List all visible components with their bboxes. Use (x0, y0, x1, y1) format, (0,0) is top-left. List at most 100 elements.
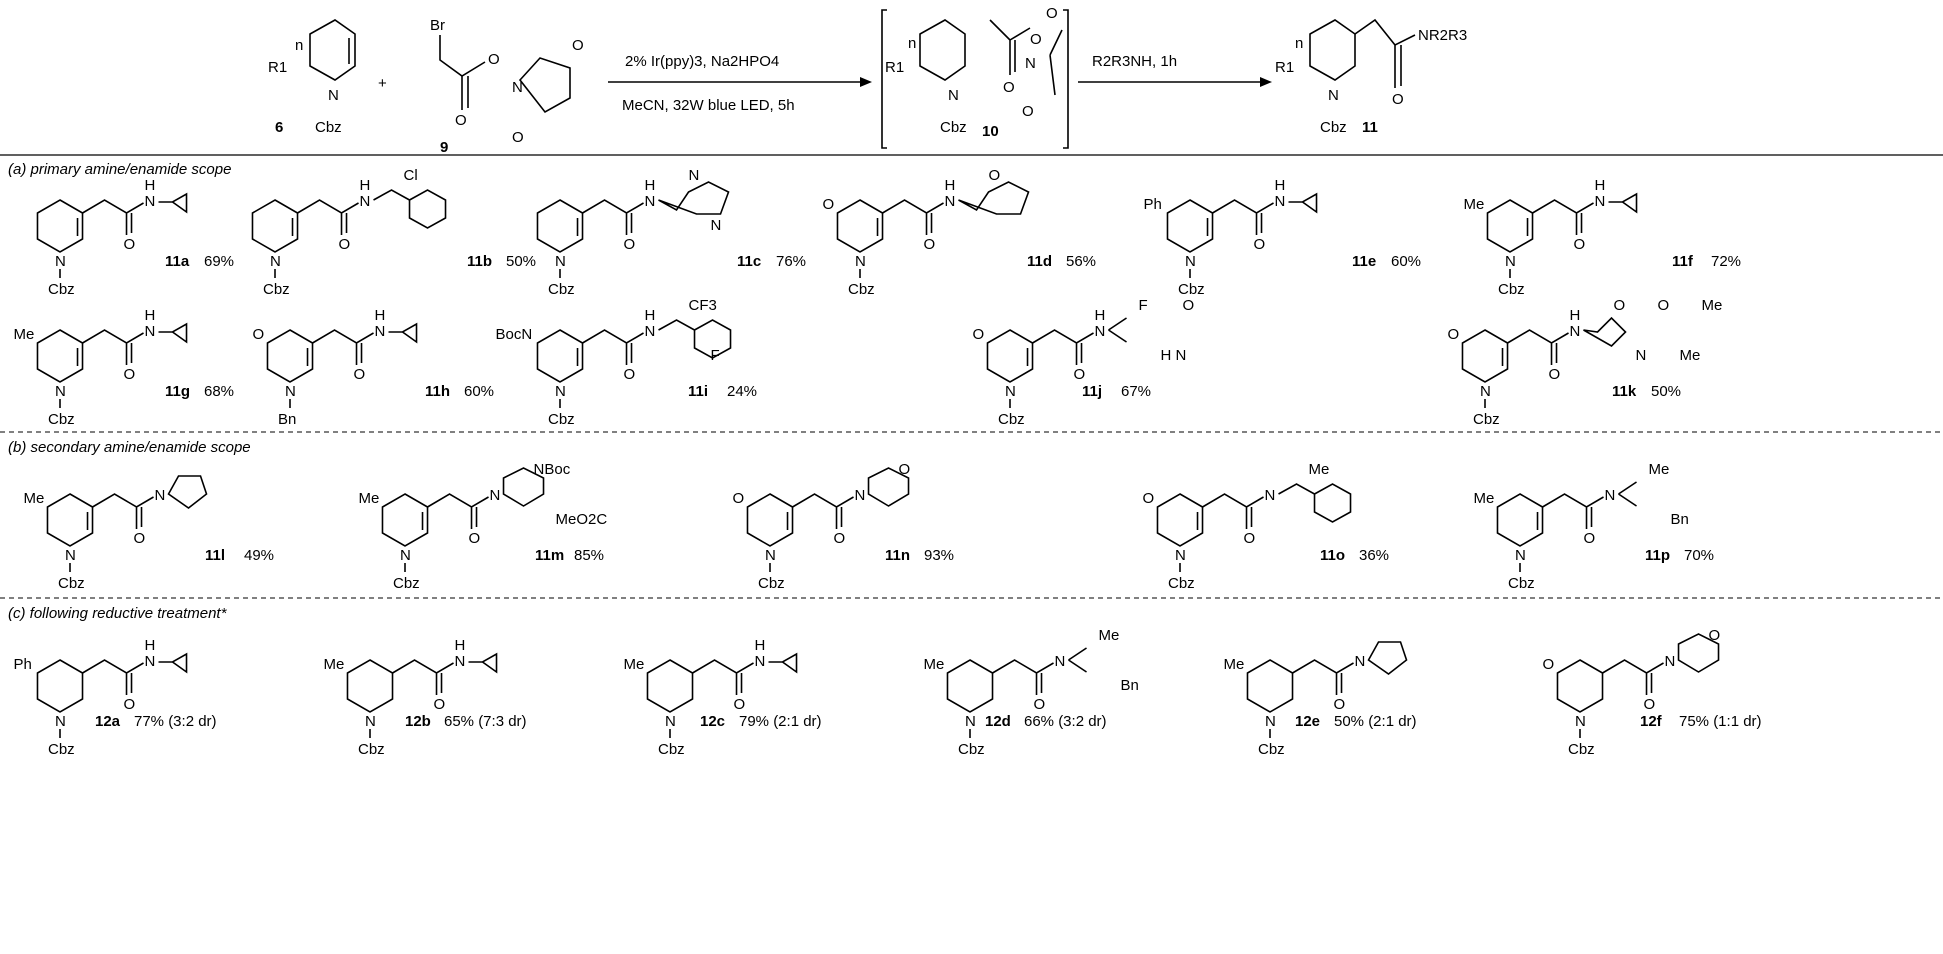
amide-h: H (145, 307, 156, 324)
amide-n: N (375, 323, 386, 340)
compound-yield: 77% (3:2 dr) (134, 713, 217, 730)
ring-substituent: Me (1223, 656, 1244, 673)
compound-label: 11o (1320, 547, 1345, 564)
side-chain-bond (82, 659, 144, 695)
atom-label: O (572, 37, 584, 54)
group-atom-label: N (1636, 347, 1647, 364)
atom-label: n (295, 37, 303, 54)
ring-substituent: O (1142, 490, 1154, 507)
amine-group-tri (468, 652, 498, 674)
carbonyl-oxygen: O (1574, 236, 1586, 253)
group-atom-label: H N (1161, 347, 1187, 364)
atom-label: O (455, 112, 467, 129)
ring-bond (536, 329, 584, 383)
amide-n: N (455, 653, 466, 670)
section-c-title: (c) following reductive treatment* (8, 605, 228, 622)
group-atom-label: CF3 (689, 297, 717, 314)
amide-n: N (855, 487, 866, 504)
atom-label: N (1025, 55, 1036, 72)
amide-n: N (145, 323, 156, 340)
compound-label: 11l (205, 547, 225, 564)
side-chain-bond (692, 659, 754, 695)
carbonyl-oxygen: O (134, 530, 146, 547)
side-chain-bond (92, 493, 154, 529)
amide-h: H (145, 637, 156, 654)
side-chain-bond (82, 199, 144, 235)
amide-n: N (360, 193, 371, 210)
ring-substituent: BocN (495, 326, 532, 343)
amide-n: N (1355, 653, 1366, 670)
ring-bond (46, 493, 94, 547)
amide-n: N (1055, 653, 1066, 670)
compound-yield: 85% (574, 547, 604, 564)
ring-bond (746, 493, 794, 547)
atom-n: N (1175, 547, 1186, 564)
amide-h: H (1095, 307, 1106, 324)
atom-n: N (555, 253, 566, 270)
n-substituent: Cbz (1258, 741, 1285, 758)
amine-group-tri (158, 192, 188, 214)
side-chain-bond (1202, 493, 1264, 529)
compound-label: 11c (737, 253, 761, 270)
amine-group-morpholine (1677, 633, 1720, 673)
carbonyl-oxygen: O (1034, 696, 1046, 713)
atom-n: N (1480, 383, 1491, 400)
compound-yield: 49% (244, 547, 274, 564)
carbonyl-oxygen: O (469, 530, 481, 547)
ring-bond (36, 199, 84, 253)
amide-n: N (645, 193, 656, 210)
compound-label: 10 (982, 123, 999, 140)
ring-substituent: O (732, 490, 744, 507)
side-chain-bond (1212, 199, 1274, 235)
amide-n: N (1570, 323, 1581, 340)
atom-label: R1 (885, 59, 904, 76)
atom-n: N (1265, 713, 1276, 730)
group-atom-label: Bn (1671, 511, 1689, 528)
ring-substituent: Me (358, 490, 379, 507)
n-substituent: Cbz (1508, 575, 1535, 592)
ring-substituent: Ph (1143, 196, 1161, 213)
atom-label: O (1030, 31, 1042, 48)
side-chain-bond (82, 329, 144, 365)
side-chain-bond (392, 659, 454, 695)
atom-label: O (1046, 5, 1058, 22)
conditions-top: 2% Ir(ppy)3, Na2HPO4 (625, 53, 779, 70)
compound-label: 11f (1672, 253, 1694, 270)
compound-yield: 76% (776, 253, 806, 270)
atom-label: Br (430, 17, 445, 34)
amine-group-tri (1608, 192, 1638, 214)
atom-n: N (55, 713, 66, 730)
compound-label: 11p (1645, 547, 1670, 564)
group-atom-label: N (689, 167, 700, 184)
amide-h: H (1595, 177, 1606, 194)
ring-bond (36, 659, 84, 713)
carbonyl-oxygen: O (1244, 530, 1256, 547)
section-a-title: (a) primary amine/enamide scope (8, 161, 231, 178)
compound-label: 6 (275, 119, 283, 136)
amine-group-nbn (1068, 647, 1087, 673)
compound-yield: 79% (2:1 dr) (739, 713, 822, 730)
amide-h: H (145, 177, 156, 194)
group-atom-label: O (1658, 297, 1670, 314)
amine-group-pyrazine (658, 181, 730, 215)
amine-group-nbn (1618, 481, 1637, 507)
ring-bond (381, 493, 429, 547)
ring-bond (346, 659, 394, 713)
amine-group-ipr (1108, 317, 1127, 343)
amide-n: N (145, 653, 156, 670)
compound-label: 9 (440, 139, 448, 156)
n-substituent: Cbz (758, 575, 785, 592)
compound-label: 11i (688, 383, 708, 400)
ring-bond (646, 659, 694, 713)
compound-label: 11m (535, 547, 564, 564)
amide-n: N (1095, 323, 1106, 340)
carbonyl-oxygen: O (434, 696, 446, 713)
amide-n: N (1265, 487, 1276, 504)
